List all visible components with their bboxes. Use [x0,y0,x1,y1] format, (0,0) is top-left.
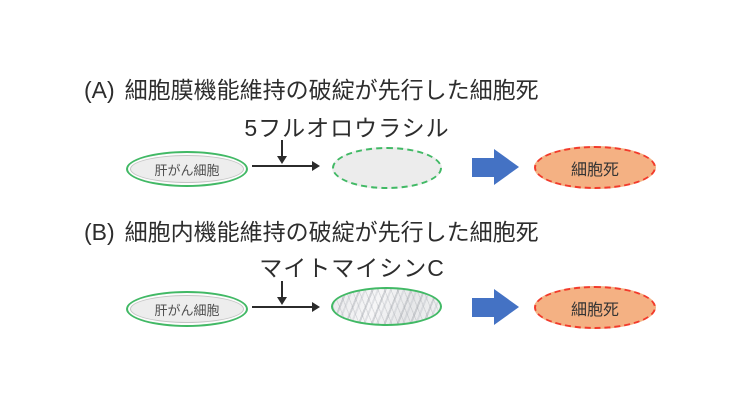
section-a-flow-arrow-line [252,165,312,167]
section-b-label: (B) [84,219,115,245]
section-b-source-cell-ellipse: 肝がん細胞 [126,291,248,327]
section-b-block-arrow-shaft [472,298,494,317]
section-a-drug-arrow-line [281,140,283,156]
section-a-flow-arrow-right-icon [312,161,320,171]
section-b-death-cell-ellipse: 細胞死 [534,286,656,329]
section-a-block-arrow-icon [494,149,519,185]
section-a-death-cell-ellipse: 細胞死 [534,146,656,189]
section-b-flow-arrow-right-icon [312,302,320,312]
section-b-source-cell-label: 肝がん細胞 [154,302,220,318]
section-a-drug-label: 5フルオロウラシル [244,115,450,141]
section-a-title: 細胞膜機能維持の破綻が先行した細胞死 [124,77,539,103]
section-a-label: (A) [84,77,115,103]
section-b-death-label: 細胞死 [570,301,619,319]
section-b-drug-label: マイトマイシンC [259,255,445,281]
section-b-intermediate-cell-ellipse [331,287,442,326]
section-a-intermediate-cell-ellipse [332,147,442,189]
section-a-death-label: 細胞死 [570,161,619,179]
section-a-drug-arrow-down-icon [277,156,287,164]
section-b-flow-arrow-line [252,306,312,308]
section-b-drug-arrow-line [281,281,283,297]
section-a-source-cell-label: 肝がん細胞 [154,162,220,178]
section-a-block-arrow-shaft [472,158,494,177]
section-b-drug-arrow-down-icon [277,297,287,305]
section-b-block-arrow-icon [494,289,519,325]
section-b-title: 細胞内機能維持の破綻が先行した細胞死 [124,219,539,245]
section-a-heading: (A) 細胞膜機能維持の破綻が先行した細胞死 [84,77,539,104]
section-b-heading: (B) 細胞内機能維持の破綻が先行した細胞死 [84,219,539,246]
section-a-source-cell-ellipse: 肝がん細胞 [126,151,248,187]
